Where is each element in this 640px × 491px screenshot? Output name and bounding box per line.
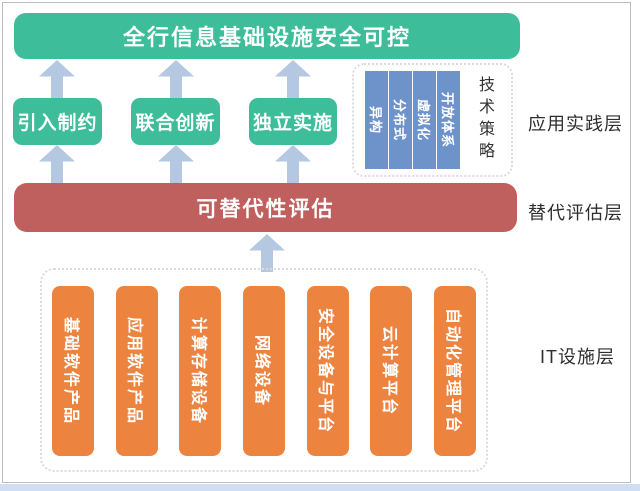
it-bar: 自动化管理平台 (433, 286, 476, 456)
practice-box-implement: 独立实施 (249, 98, 337, 145)
goal-banner: 全行信息基础设施安全可控 (14, 13, 520, 59)
practice-box-label: 联合创新 (135, 113, 216, 134)
it-bar-label: 安全设备与平台 (316, 307, 334, 434)
it-bar: 应用软件产品 (115, 286, 158, 456)
tech-strip: 分布式 (389, 71, 412, 169)
practice-box-restrict: 引入制约 (13, 98, 102, 145)
practice-box-label: 引入制约 (17, 113, 98, 134)
it-bar-label: 应用软件产品 (125, 316, 143, 425)
it-bar: 安全设备与平台 (306, 286, 349, 456)
tech-strip: 异构 (365, 71, 388, 169)
it-bar-label: 计算存储设备 (189, 316, 207, 425)
it-bar: 网络设备 (242, 286, 285, 456)
up-arrow-icon (158, 60, 194, 98)
it-bar-label: 自动化管理平台 (443, 307, 461, 434)
it-bar: 云计算平台 (370, 286, 413, 456)
layer-label-evaluation: 替代评估层 (528, 203, 623, 223)
practice-box-label: 独立实施 (252, 113, 333, 134)
tech-strategy-box: 异构 分布式 虚拟化 开放体系 技术策略 (352, 63, 513, 177)
evaluation-banner-label: 可替代性评估 (196, 197, 335, 221)
tech-strategy-title: 技术策略 (476, 76, 493, 164)
layer-label-practice: 应用实践层 (528, 114, 623, 134)
up-arrow-icon (249, 234, 285, 272)
tech-strip: 虚拟化 (413, 71, 436, 169)
it-infrastructure-box: 基础软件产品 应用软件产品 计算存储设备 网络设备 安全设备与平台 云计算平台 … (40, 268, 488, 472)
it-bar-label: 网络设备 (252, 334, 270, 407)
up-arrow-icon (275, 60, 311, 98)
up-arrow-icon (39, 60, 75, 98)
practice-box-innovate: 联合创新 (131, 98, 220, 145)
it-bar-label: 基础软件产品 (62, 316, 79, 425)
up-arrow-icon (275, 145, 311, 183)
it-bar: 基础软件产品 (52, 286, 94, 456)
it-bar-label: 云计算平台 (380, 325, 398, 416)
tech-strip-label: 开放体系 (440, 91, 455, 148)
layer-label-it: IT设施层 (540, 347, 615, 367)
bottom-strip (0, 484, 640, 491)
tech-strip-label: 异构 (368, 105, 383, 134)
up-arrow-icon (158, 145, 194, 183)
tech-strip-label: 分布式 (392, 98, 407, 141)
goal-banner-label: 全行信息基础设施安全可控 (122, 25, 411, 50)
tech-strip: 开放体系 (437, 71, 460, 169)
tech-strip-label: 虚拟化 (416, 98, 431, 141)
up-arrow-icon (39, 145, 75, 183)
evaluation-banner: 可替代性评估 (14, 183, 517, 232)
it-bar: 计算存储设备 (179, 286, 222, 456)
